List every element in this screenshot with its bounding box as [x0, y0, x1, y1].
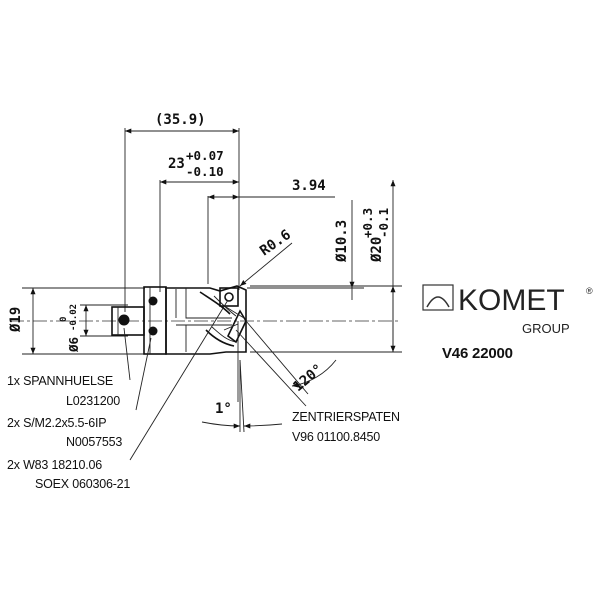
brand-registered: ® — [586, 286, 593, 296]
leader-spannhuelse — [123, 327, 131, 381]
komet-logo: KOMET ® GROUP V46 22000 — [422, 284, 593, 362]
dim-d20: Ø20 — [369, 237, 385, 263]
brand-group: GROUP — [522, 321, 570, 336]
dim-radius: R0.6 — [257, 227, 294, 259]
angle1-arrow-left — [201, 421, 241, 429]
dim-angle-1: 1° — [215, 401, 232, 417]
screw-bottom-icon — [148, 326, 158, 336]
angle1-leg-b — [239, 359, 245, 433]
dim-d20-tol-upper: +0.3 — [360, 208, 375, 238]
part4-line1: ZENTRIERSPATEN — [292, 410, 400, 424]
part2-line1: 2x S/M2.2x5.5-6IP — [7, 416, 106, 430]
part2-line2: N0057553 — [66, 435, 122, 449]
insert-top — [219, 287, 239, 307]
spade-edges — [223, 306, 245, 331]
screw-center-icon — [118, 314, 130, 326]
part3-line2: SOEX 060306-21 — [35, 477, 130, 491]
logo-arch-icon — [426, 296, 450, 308]
leader-insert — [129, 299, 229, 461]
brand-name: KOMET — [458, 284, 565, 317]
part1-line1: 1x SPANNHUELSE — [7, 374, 113, 388]
insert-screw-icon — [224, 292, 234, 302]
dim-d103: Ø10.3 — [334, 220, 350, 263]
dim-d20-tol-lower: -0.1 — [376, 208, 391, 238]
leader-radius — [239, 242, 293, 287]
angle-arc-120 — [291, 359, 337, 388]
angle1-arrow-right — [243, 423, 283, 429]
part1-line2: L0231200 — [66, 394, 120, 408]
screw-top-icon — [148, 296, 158, 306]
dim-394: 3.94 — [292, 178, 326, 194]
product-code: V46 22000 — [442, 345, 513, 362]
housing-inner-top — [175, 288, 232, 319]
flute-top-a — [199, 291, 231, 315]
leader-screw — [135, 337, 152, 411]
part3-line1: 2x W83 18210.06 — [7, 458, 102, 472]
leader-spaten — [235, 329, 307, 407]
dim-d6: Ø6 — [66, 337, 81, 353]
dim-23-tol-upper: +0.07 — [186, 148, 224, 163]
dim-d19: Ø19 — [8, 307, 24, 333]
flute-bottom-b — [211, 326, 237, 343]
dim-d6-tol-upper: 0 — [59, 317, 69, 322]
dim-angle-120: 120° — [290, 361, 326, 395]
dim-23: 23 — [168, 156, 185, 172]
tool-body — [111, 285, 247, 355]
part4-line2: V96 01100.8450 — [292, 430, 380, 444]
dim-d6-tol-lower: -0.02 — [69, 304, 79, 331]
dim-overall: (35.9) — [155, 112, 206, 128]
angle-leg-1 — [245, 320, 309, 395]
housing-inner-bottom — [176, 324, 232, 352]
dim-23-tol-lower: -0.10 — [186, 164, 224, 179]
